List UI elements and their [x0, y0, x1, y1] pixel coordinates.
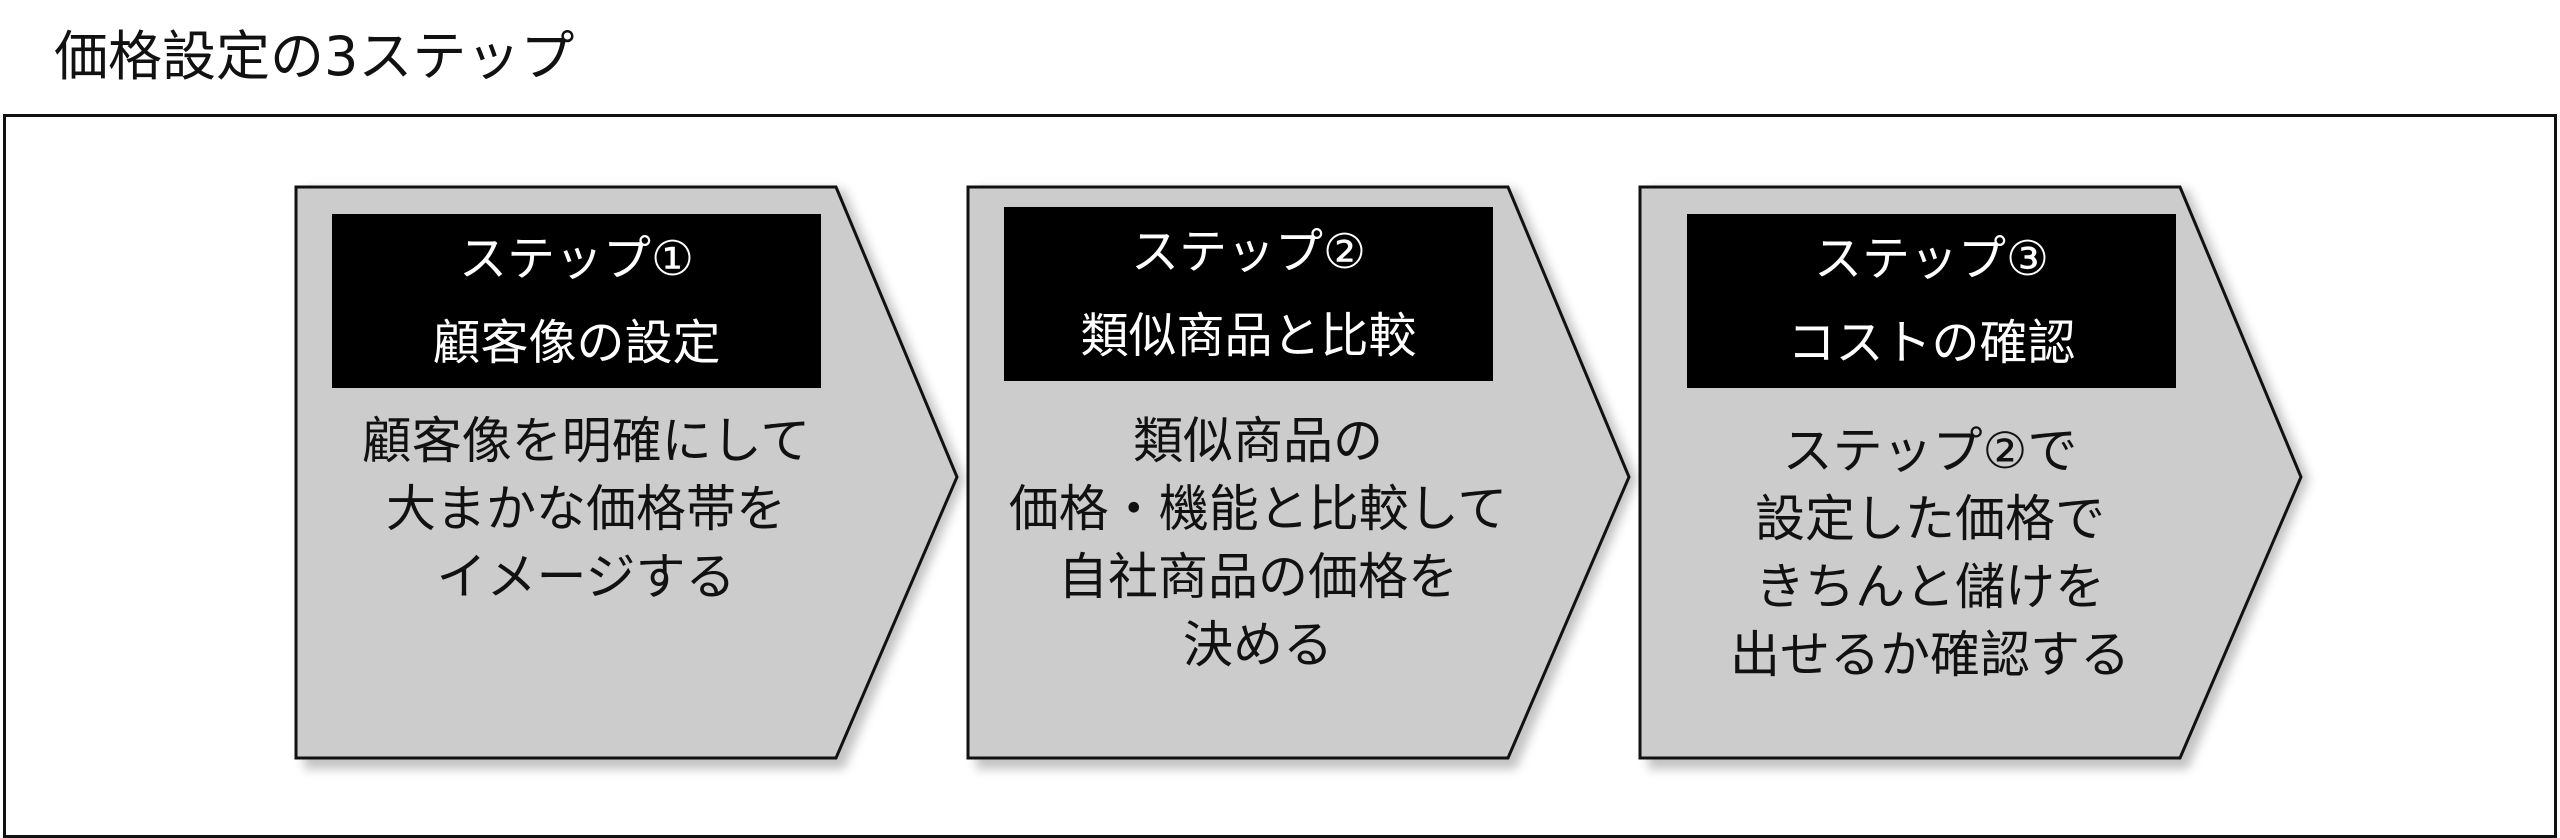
- step-2-arrow: ステップ② 類似商品と比較 類似商品の 価格・機能と比較して 自社商品の価格を …: [966, 185, 1640, 769]
- step-header: ステップ② 類似商品と比較: [1004, 207, 1493, 381]
- step-header: ステップ① 顧客像の設定: [332, 214, 821, 388]
- step-heading: 類似商品と比較: [1080, 308, 1417, 364]
- description-line: 決める: [1183, 616, 1333, 674]
- description-line: 顧客像を明確にして: [361, 412, 811, 470]
- diagram-frame: [3, 114, 2557, 838]
- step-header: ステップ③ コストの確認: [1687, 214, 2176, 388]
- step-description: ステップ②で 設定した価格で きちんと儲けを 出せるか確認する: [1640, 417, 2220, 689]
- step-3-arrow: ステップ③ コストの確認 ステップ②で 設定した価格で きちんと儲けを 出せるか…: [1638, 185, 2312, 769]
- step-description: 顧客像を明確にして 大まかな価格帯を イメージする: [296, 407, 876, 611]
- step-heading: コストの確認: [1787, 315, 2076, 371]
- description-line: 設定した価格で: [1755, 490, 2105, 548]
- step-1-arrow: ステップ① 顧客像の設定 顧客像を明確にして 大まかな価格帯を イメージする: [294, 185, 968, 769]
- description-line: イメージする: [436, 548, 736, 606]
- step-heading: 顧客像の設定: [432, 315, 721, 371]
- description-line: 自社商品の価格を: [1058, 548, 1458, 606]
- description-line: きちんと儲けを: [1755, 558, 2105, 616]
- description-line: 出せるか確認する: [1730, 626, 2130, 684]
- step-label: ステップ③: [1813, 231, 2050, 287]
- description-line: ステップ②で: [1782, 422, 2078, 480]
- description-line: 価格・機能と比較して: [1008, 480, 1508, 538]
- description-line: 類似商品の: [1133, 412, 1383, 470]
- step-label: ステップ②: [1130, 224, 1367, 280]
- description-line: 大まかな価格帯を: [386, 480, 786, 538]
- page-title: 価格設定の3ステップ: [54, 25, 575, 88]
- step-label: ステップ①: [458, 231, 695, 287]
- step-description: 類似商品の 価格・機能と比較して 自社商品の価格を 決める: [968, 407, 1548, 679]
